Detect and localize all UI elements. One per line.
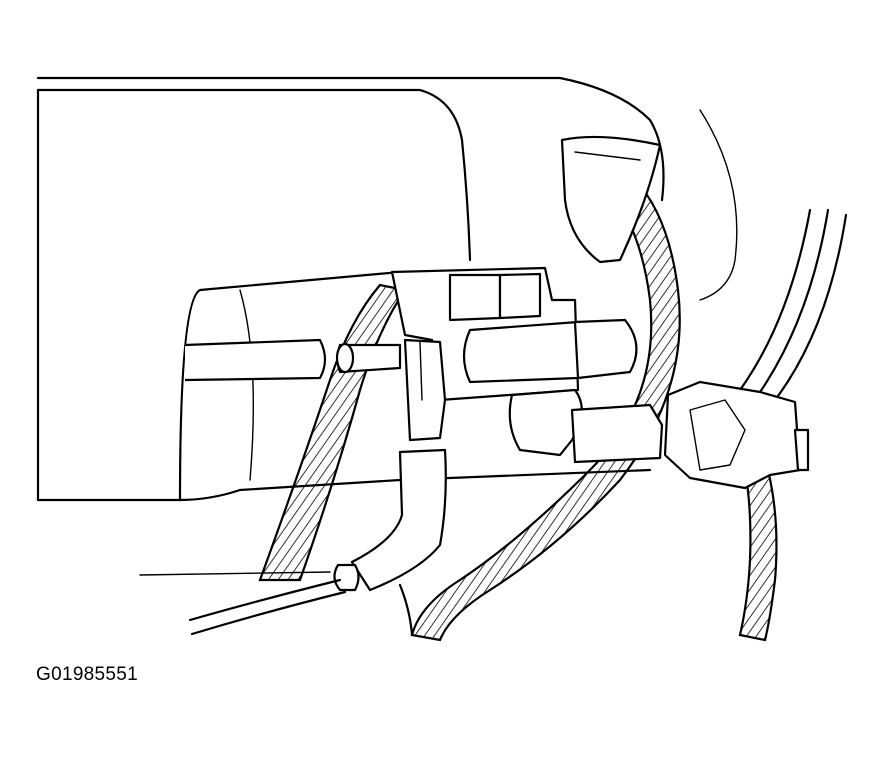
purge-solenoid-valve: [390, 266, 638, 442]
wire-harness-left: [258, 283, 407, 582]
vacuum-hose-left: [184, 338, 402, 382]
lower-hose-elbow: [188, 448, 447, 636]
electrical-connector: [508, 380, 810, 490]
wire-harness-right: [738, 208, 848, 642]
wire-harness-center: [410, 173, 681, 642]
mounting-bracket: [560, 135, 662, 264]
figure-caption: G01985551: [36, 664, 139, 685]
